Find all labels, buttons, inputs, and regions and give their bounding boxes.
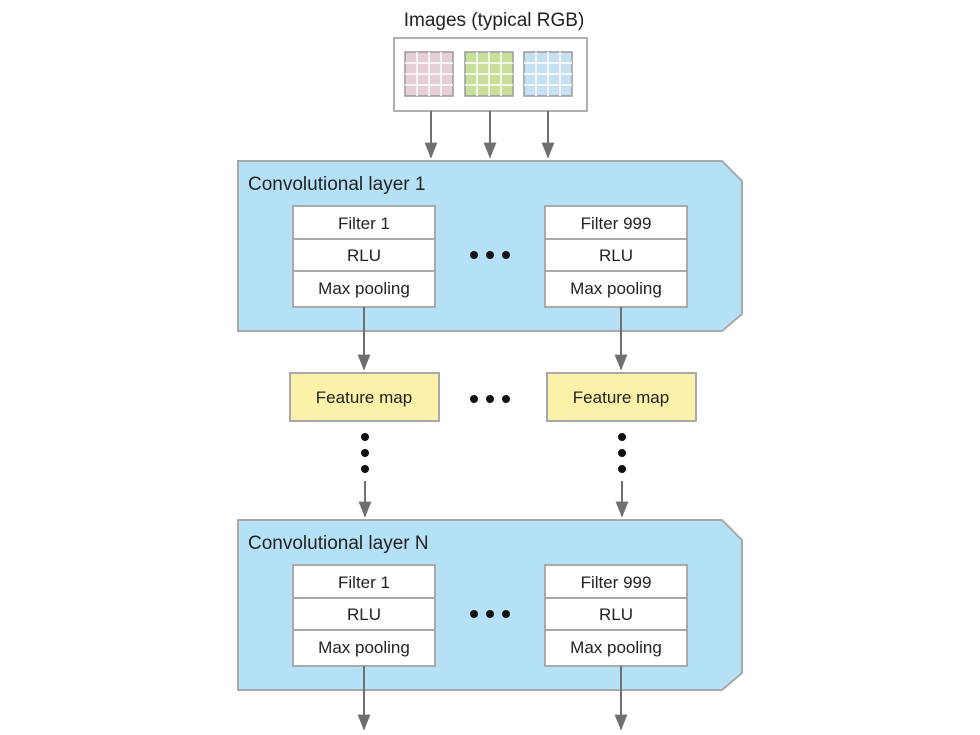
filter-stack: Filter 999 RLU Max pooling xyxy=(544,564,688,667)
red-channel-grid xyxy=(404,51,454,97)
activation-label: RLU xyxy=(347,246,381,265)
filter-stack: Filter 1 RLU Max pooling xyxy=(292,564,436,667)
blue-channel-grid xyxy=(523,51,573,97)
feature-map-label: Feature map xyxy=(573,388,669,407)
activation-label: RLU xyxy=(599,246,633,265)
green-channel-grid xyxy=(464,51,514,97)
filter-label: Filter 999 xyxy=(581,214,652,233)
rgb-channel-grids xyxy=(404,51,573,97)
filter-stack: Filter 999 RLU Max pooling xyxy=(544,205,688,308)
vertical-ellipsis xyxy=(618,433,626,473)
vertical-ellipsis xyxy=(361,433,369,473)
activation-label: RLU xyxy=(347,605,381,624)
pooling-label: Max pooling xyxy=(570,279,662,298)
filter-stack: Filter 1 RLU Max pooling xyxy=(292,205,436,308)
ellipsis-dots xyxy=(470,251,510,259)
filter-label: Filter 1 xyxy=(338,214,390,233)
pooling-label: Max pooling xyxy=(570,638,662,657)
layer-title: Convolutional layer 1 xyxy=(248,174,425,195)
pooling-label: Max pooling xyxy=(318,279,410,298)
ellipsis-dots xyxy=(470,610,510,618)
convolutional-layer-1: Convolutional layer 1 Filter 1 RLU Max p… xyxy=(237,160,743,332)
filter-label: Filter 1 xyxy=(338,573,390,592)
pooling-label: Max pooling xyxy=(318,638,410,657)
convolutional-layer-n: Convolutional layer N Filter 1 RLU Max p… xyxy=(237,519,743,691)
feature-map: Feature map xyxy=(289,372,440,422)
feature-map-label: Feature map xyxy=(316,388,412,407)
layer-title: Convolutional layer N xyxy=(248,533,429,554)
activation-label: RLU xyxy=(599,605,633,624)
ellipsis-dots xyxy=(470,395,510,403)
input-title: Images (typical RGB) xyxy=(404,10,585,31)
filter-label: Filter 999 xyxy=(581,573,652,592)
feature-map: Feature map xyxy=(546,372,697,422)
